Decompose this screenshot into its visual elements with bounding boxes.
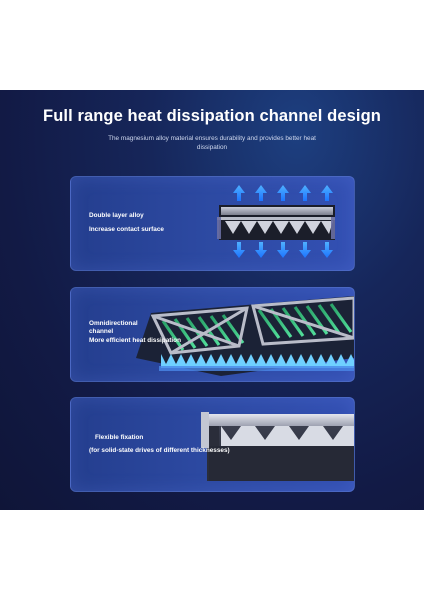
feature-panel-double-layer: Double layer alloy Increase contact surf…: [70, 176, 355, 271]
heatsink-arrows-illustration: [217, 185, 335, 258]
fixation-clip-illustration: [201, 412, 354, 481]
product-banner: Full range heat dissipation channel desi…: [0, 90, 424, 510]
feature-panel-omnidirectional: Omnidirectional channel More efficient h…: [70, 287, 355, 382]
feature-panel-flexible-fixation: Flexible fixation (for solid-state drive…: [70, 397, 355, 492]
page-subtitle: The magnesium alloy material ensures dur…: [108, 135, 316, 151]
feature-label-double-layer: Double layer alloy: [89, 212, 144, 219]
feature-label-ssd-thickness: (for solid-state drives of different thi…: [89, 447, 230, 454]
heat-channel-illustration: [136, 296, 354, 376]
feature-label-efficient-heat: More efficient heat dissipation: [89, 337, 181, 344]
page-title: Full range heat dissipation channel desi…: [43, 107, 381, 125]
feature-label-contact-surface: Increase contact surface: [89, 226, 164, 233]
feature-label-omnidirectional: Omnidirectional channel: [89, 320, 138, 335]
feature-label-flexible-fixation: Flexible fixation: [95, 434, 144, 441]
